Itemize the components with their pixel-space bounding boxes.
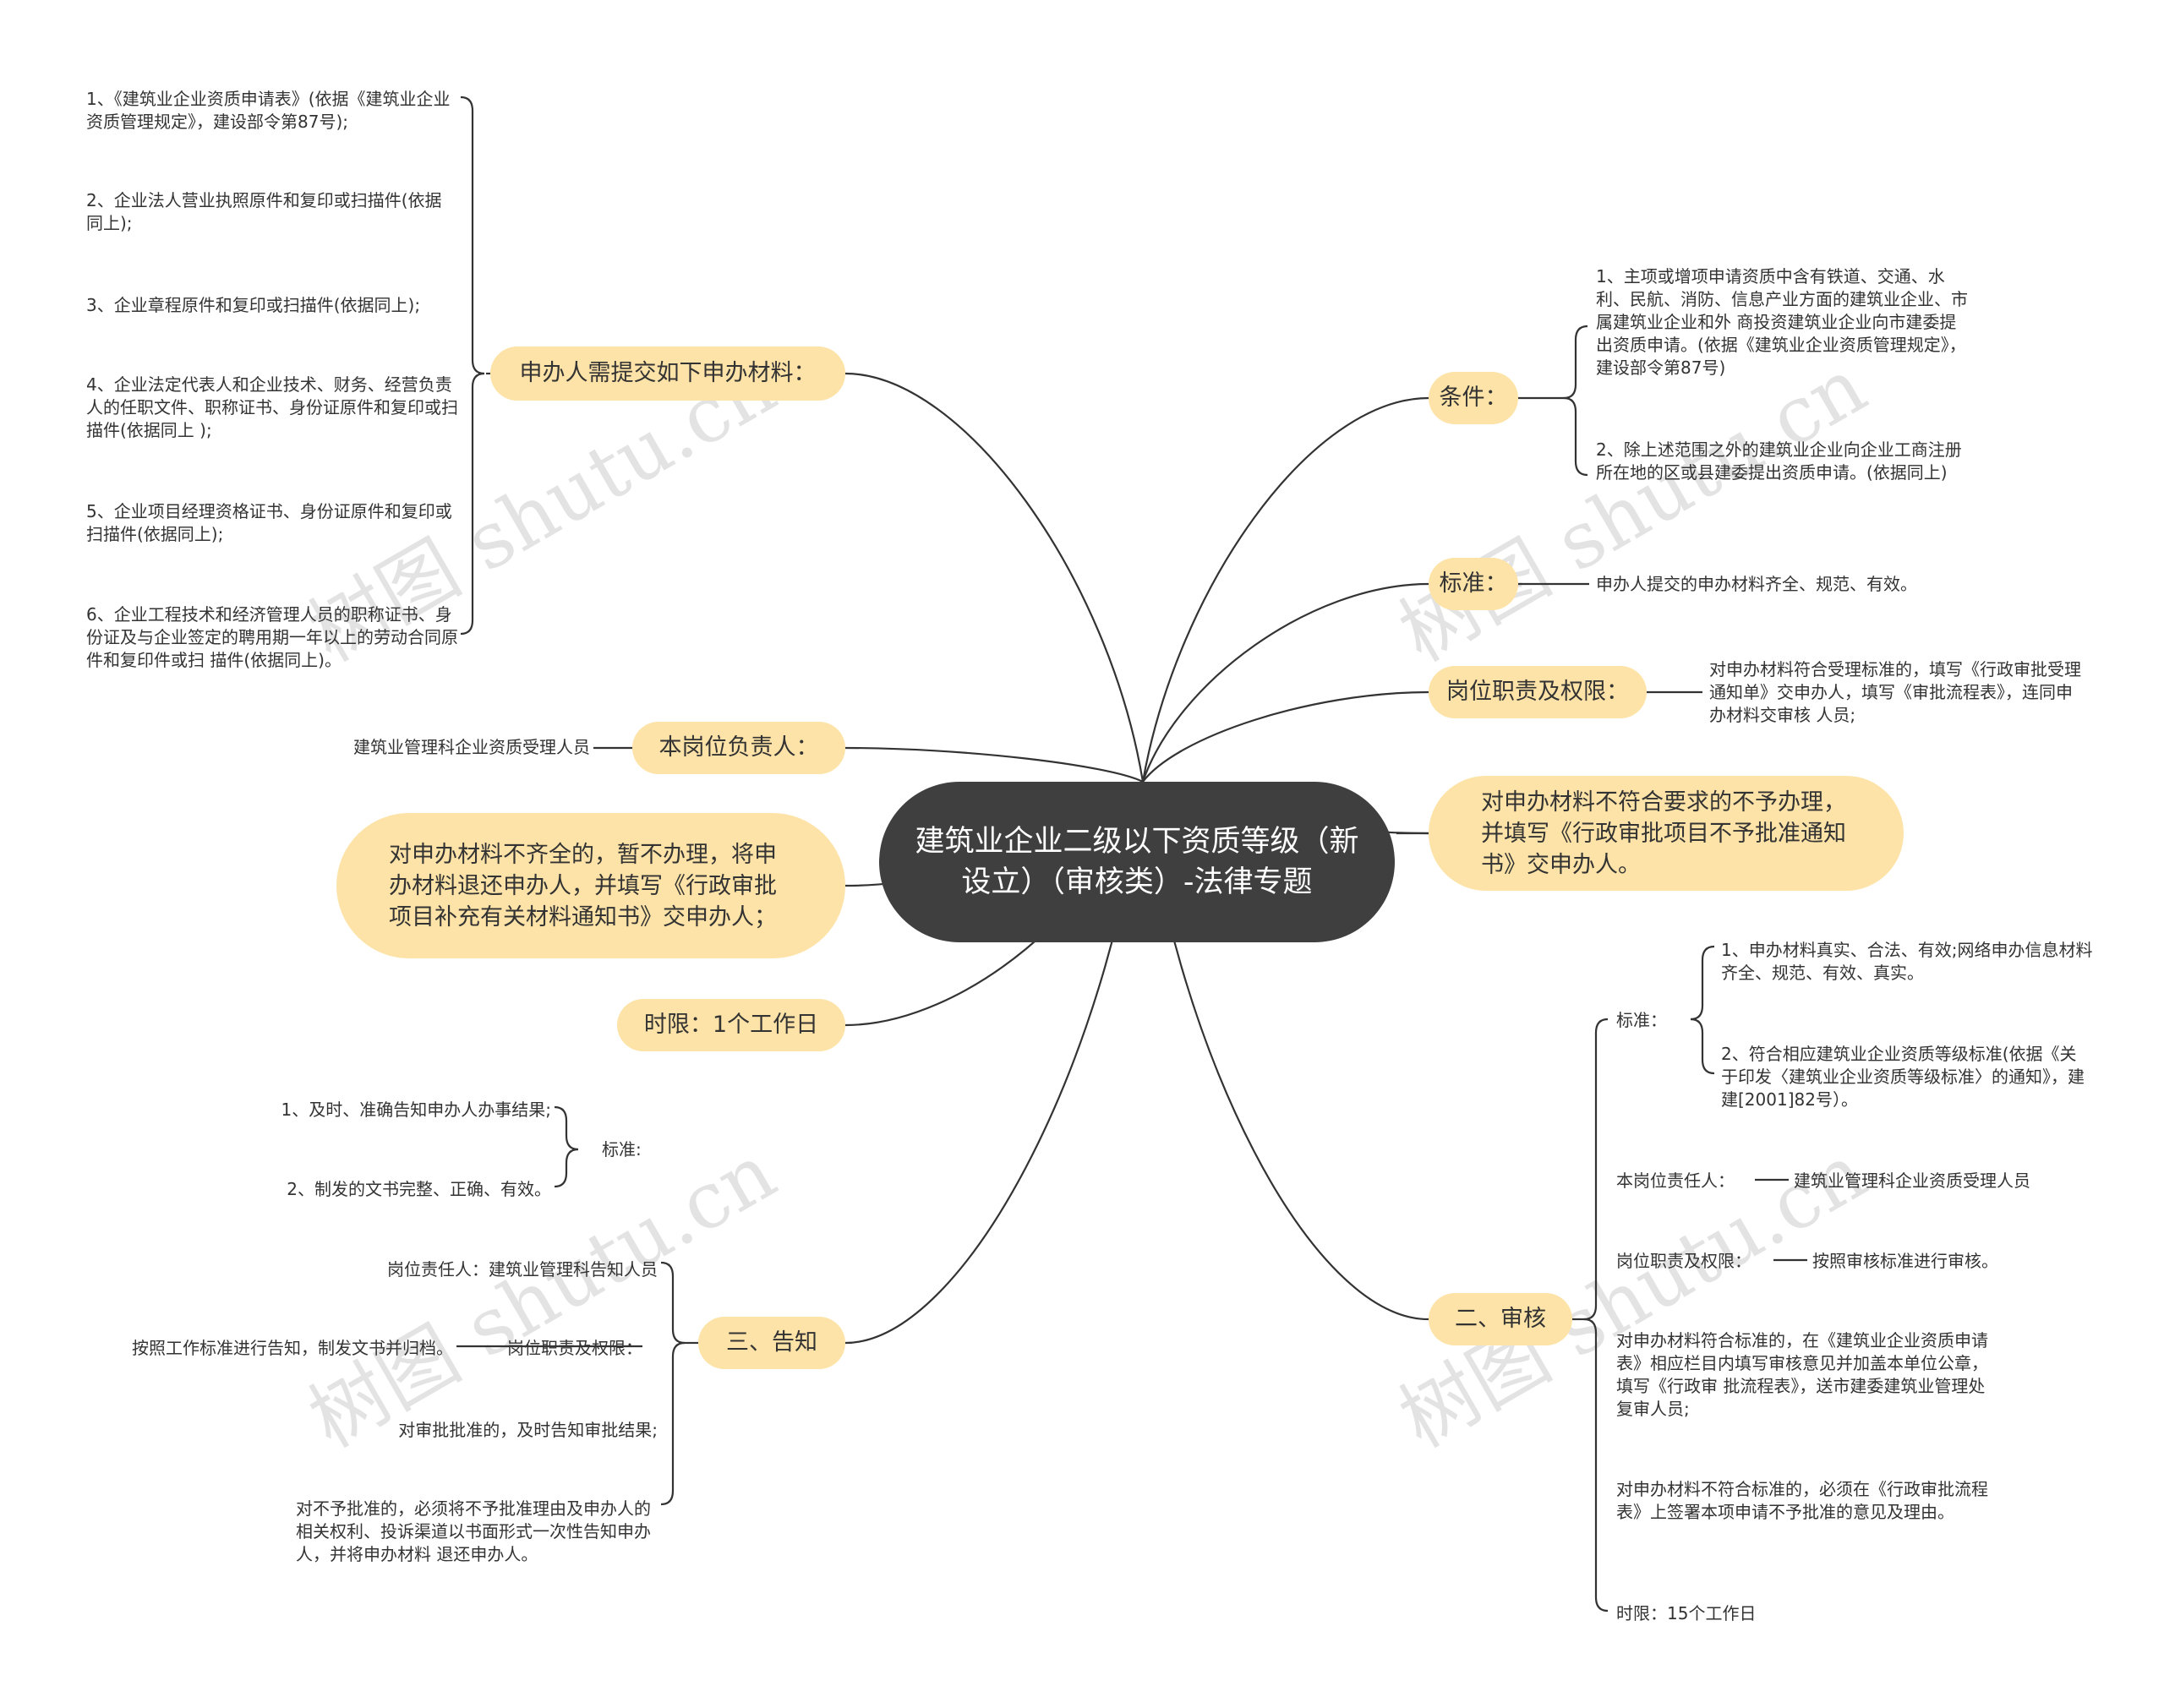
standard-topic[interactable]: 标准： [1429, 558, 1518, 610]
review-brace-bottom [1583, 1318, 1609, 1613]
duty-topic[interactable]: 岗位职责及权限： [1429, 666, 1647, 718]
time-limit-topic[interactable]: 时限：1个工作日 [617, 999, 845, 1051]
central-topic[interactable]: 建筑业企业二级以下资质等级（新设立）（审核类）-法律专题 [879, 782, 1395, 942]
notify-standard-brace-top [554, 1105, 579, 1151]
notify-rejected[interactable]: 对不予批准的，必须将不予批准理由及申办人的相关权利、投诉渠道以书面形式一次性告知… [296, 1498, 651, 1564]
notify-duty-label[interactable]: 岗位职责及权限： [507, 1338, 642, 1358]
conditions-brace-bottom [1563, 396, 1588, 477]
notify-responsible[interactable]: 岗位责任人：建筑业管理科告知人员 [387, 1259, 658, 1280]
review-duty-value[interactable]: 按照审核标准进行审核。 [1812, 1251, 1998, 1271]
review-standard-brace-bottom [1690, 1018, 1715, 1075]
materials-brace-bottom [460, 372, 485, 636]
condition-item-1[interactable]: 1、主项或增项申请资质中含有铁道、交通、水利、民航、消防、信息产业方面的建筑业企… [1596, 266, 1968, 378]
notify-standard-brace-bottom [554, 1148, 579, 1188]
material-item-3[interactable]: 3、企业章程原件和复印或扫描件(依据同上); [86, 295, 421, 315]
material-item-4[interactable]: 4、企业法定代表人和企业技术、财务、经营负责人的任职文件、职称证书、身份证原件和… [86, 374, 458, 440]
connector-left-0 [844, 372, 1145, 783]
review-brace-top [1583, 1018, 1609, 1321]
reject-topic[interactable]: 对申办材料不符合要求的不予办理，并填写《行政审批项目不予批准通知书》交申办人。 [1429, 776, 1904, 891]
conditions-topic[interactable]: 条件： [1429, 372, 1518, 424]
review-fail[interactable]: 对申办材料不符合标准的，必须在《行政审批流程表》上签署本项申请不予批准的意见及理… [1616, 1479, 1988, 1522]
review-time[interactable]: 时限：15个工作日 [1616, 1603, 1757, 1623]
material-item-1[interactable]: 1、《建筑业企业资质申请表》(依据《建筑业企业资质管理规定》，建设部令第87号)… [86, 89, 451, 132]
standard-value[interactable]: 申办人提交的申办材料齐全、规范、有效。 [1596, 574, 1917, 594]
post-head-value[interactable]: 建筑业管理科企业资质受理人员 [353, 737, 590, 757]
material-item-2[interactable]: 2、企业法人营业执照原件和复印或扫描件(依据同上); [86, 190, 442, 233]
condition-item-2[interactable]: 2、除上述范围之外的建筑业企业向企业工商注册所在地的区或县建委提出资质申请。(依… [1596, 439, 1962, 483]
material-item-5[interactable]: 5、企业项目经理资格证书、身份证原件和复印或扫描件(依据同上); [86, 501, 452, 544]
material-item-6[interactable]: 6、企业工程技术和经济管理人员的职称证书、身份证及与企业签定的聘用期一年以上的劳… [86, 604, 458, 670]
materials-topic[interactable]: 申办人需提交如下申办材料： [490, 347, 845, 401]
review-pass[interactable]: 对申办材料符合标准的，在《建筑业企业资质申请表》相应栏目内填写审核意见并加盖本单… [1616, 1330, 1988, 1419]
notify-standard-label[interactable]: 标准: [602, 1139, 642, 1160]
connector-right-1 [1141, 582, 1429, 783]
incomplete-materials-topic[interactable]: 对申办材料不齐全的，暂不办理，将申办材料退还申办人，并填写《行政审批项目补充有关… [336, 813, 845, 958]
review-standard-item-1[interactable]: 1、申办材料真实、合法、有效;网络申办信息材料齐全、规范、有效、真实。 [1721, 940, 2093, 983]
notify-topic[interactable]: 三、告知 [698, 1317, 845, 1369]
review-standard-label[interactable]: 标准： [1616, 1010, 1667, 1030]
connector-right-0 [1141, 396, 1429, 783]
notify-brace-top [660, 1261, 686, 1345]
review-responsible-label[interactable]: 本岗位责任人： [1616, 1170, 1735, 1191]
duty-value[interactable]: 对申办材料符合受理标准的，填写《行政审批受理通知单》交申办人，填写《审批流程表》… [1709, 659, 2081, 725]
notify-standard-item-1[interactable]: 1、及时、准确告知申办人办事结果; [281, 1100, 551, 1120]
conditions-brace-top [1563, 325, 1588, 400]
materials-brace-top [460, 95, 485, 375]
post-head-topic[interactable]: 本岗位负责人： [632, 722, 845, 774]
notify-standard-item-2[interactable]: 2、制发的文书完整、正确、有效。 [287, 1179, 551, 1199]
notify-brace-bottom [660, 1341, 686, 1506]
connector-right-2 [1142, 690, 1429, 783]
connector-left-1 [844, 746, 1144, 783]
review-topic[interactable]: 二、审核 [1429, 1293, 1572, 1345]
notify-duty-value[interactable]: 按照工作标准进行告知，制发文书并归档。 [132, 1338, 453, 1358]
review-duty-label[interactable]: 岗位职责及权限： [1616, 1251, 1751, 1271]
notify-approved[interactable]: 对审批批准的，及时告知审批结果; [398, 1420, 658, 1440]
review-standard-item-2[interactable]: 2、符合相应建筑业企业资质等级标准(依据《关于印发〈建筑业企业资质等级标准〉的通… [1721, 1044, 2085, 1110]
review-standard-brace-top [1690, 945, 1715, 1021]
review-responsible-value[interactable]: 建筑业管理科企业资质受理人员 [1794, 1170, 2030, 1191]
